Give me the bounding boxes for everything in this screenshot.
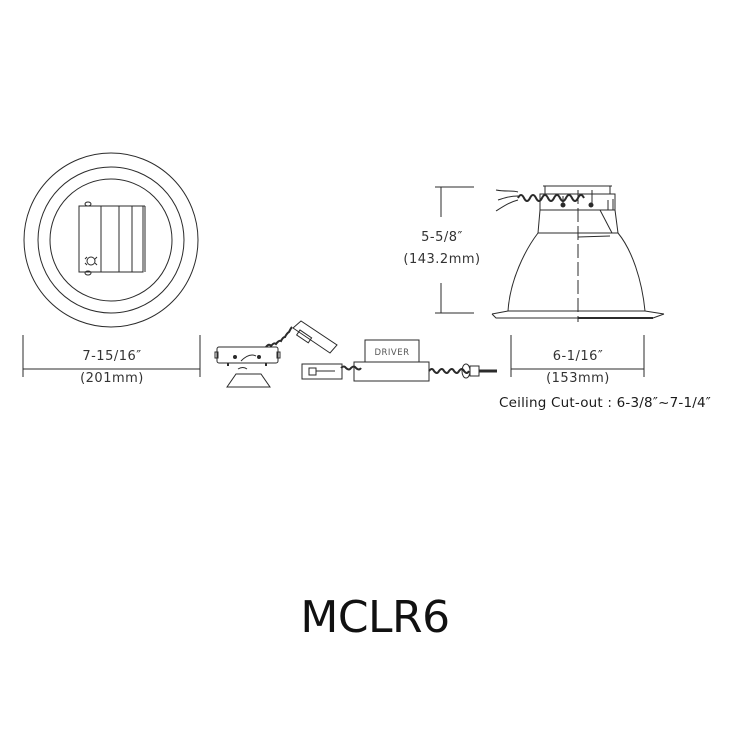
top-view: [23, 152, 199, 328]
height-metric: (143.2mm): [403, 252, 481, 267]
dimension-outer-diameter: [22, 335, 201, 377]
aperture-metric: (153mm): [546, 371, 610, 386]
dimension-aperture: [510, 335, 645, 377]
outer-diameter-imperial: 7-15/16″: [82, 349, 142, 364]
outer-diameter-metric: (201mm): [80, 371, 144, 386]
model-name: MCLR6: [300, 592, 450, 643]
aperture-imperial: 6-1/16″: [552, 349, 604, 364]
side-view: [491, 185, 665, 322]
dimension-height: [435, 186, 474, 314]
ceiling-cutout-note: Ceiling Cut-out : 6-3/8″~7-1/4″: [499, 395, 712, 411]
height-imperial: 5-5/8″: [421, 230, 463, 245]
components: DRIVER: [214, 320, 497, 388]
driver-label: DRIVER: [374, 348, 409, 358]
